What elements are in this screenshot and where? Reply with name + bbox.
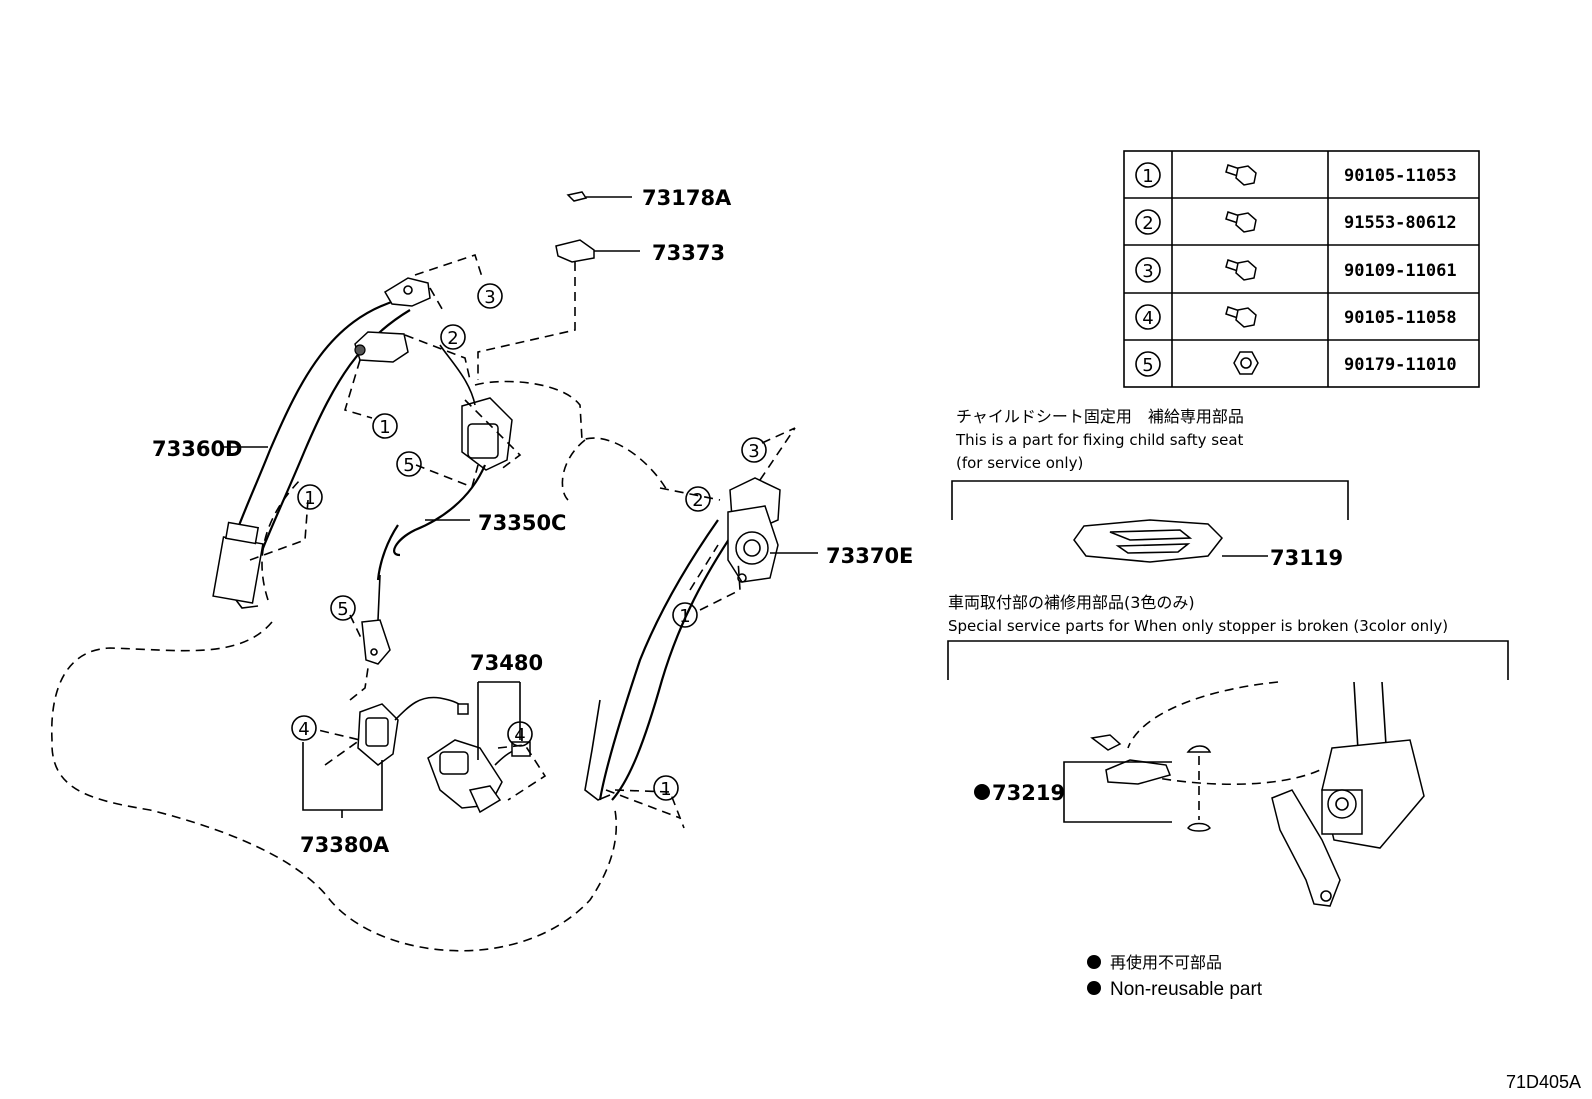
- svg-text:90179-11010: 90179-11010: [1344, 355, 1457, 375]
- buckle-73480: [427, 739, 531, 814]
- legend: 再使用不可部品 Non-reusable part: [1087, 953, 1263, 1000]
- legend-dot-icon: [1087, 955, 1101, 969]
- svg-text:1: 1: [379, 417, 390, 438]
- svg-text:4: 4: [298, 719, 309, 740]
- seat-outline: [50, 380, 669, 952]
- svg-text:91553-80612: 91553-80612: [1344, 213, 1457, 233]
- bolt-icon: [1225, 259, 1257, 281]
- label-73350c: 73350C: [478, 511, 566, 535]
- callout-5-lower: 5: [330, 595, 356, 621]
- svg-text:Non-reusable part: Non-reusable part: [1110, 979, 1263, 1000]
- legend-dot-icon: [1087, 981, 1101, 995]
- svg-text:1: 1: [679, 606, 690, 627]
- callout-1-right: 1: [672, 602, 698, 628]
- table-row: 3 90109-11061: [1135, 257, 1457, 283]
- svg-text:90105-11053: 90105-11053: [1344, 166, 1457, 186]
- callout-4-left: 4: [291, 715, 317, 741]
- stopper-note: 車両取付部の補修用部品(3色のみ) Special service parts …: [947, 593, 1509, 907]
- callouts: 3 2 1 5 1 5 4 4: [291, 283, 767, 801]
- svg-text:再使用不可部品: 再使用不可部品: [1110, 953, 1222, 972]
- svg-text:5: 5: [337, 599, 348, 620]
- callout-2-left: 2: [440, 324, 466, 350]
- belt-73360d: [212, 277, 431, 609]
- svg-text:4: 4: [1142, 308, 1153, 329]
- part-labels: 73178A 73373 73360D 73350C 73370E 73480 …: [152, 186, 913, 857]
- label-73219: 73219: [992, 781, 1065, 805]
- svg-text:90109-11061: 90109-11061: [1344, 261, 1457, 281]
- table-row: 4 90105-11058: [1135, 304, 1457, 330]
- table-row: 5 90179-11010: [1135, 351, 1457, 377]
- callout-2-right: 2: [685, 486, 711, 512]
- svg-text:チャイルドシート固定用 補給専用部品: チャイルドシート固定用 補給専用部品: [956, 407, 1244, 426]
- label-73370e: 73370E: [826, 544, 913, 568]
- svg-text:Special service parts for When: Special service parts for When only stop…: [948, 617, 1448, 635]
- child-seat-bracket-73119: [1073, 519, 1223, 563]
- diagram-code: 71D405A: [1506, 1072, 1581, 1092]
- label-73380a: 73380A: [300, 833, 390, 857]
- svg-text:5: 5: [403, 455, 414, 476]
- svg-text:(for service only): (for service only): [956, 454, 1083, 472]
- callout-5-upper: 5: [396, 451, 422, 477]
- part-73178a-shape: [566, 191, 632, 202]
- svg-text:This is a part for fixing chil: This is a part for fixing child safty se…: [955, 431, 1244, 449]
- callout-4-right: 4: [507, 721, 533, 747]
- svg-text:1: 1: [304, 488, 315, 509]
- child-seat-note: チャイルドシート固定用 補給専用部品 This is a part for fi…: [951, 407, 1349, 570]
- svg-text:2: 2: [447, 328, 458, 349]
- svg-text:1: 1: [1142, 166, 1153, 187]
- bolt-icon: [1225, 211, 1257, 233]
- svg-text:車両取付部の補修用部品(3色のみ): 車両取付部の補修用部品(3色のみ): [948, 593, 1195, 612]
- fastener-table: 1 90105-11053 2 91553-80612 3: [1123, 150, 1480, 388]
- svg-text:3: 3: [748, 441, 759, 462]
- buckle-73380a: [357, 696, 469, 766]
- bolt-icon: [1225, 164, 1257, 186]
- svg-text:2: 2: [1142, 213, 1153, 234]
- non-reusable-marker-icon: [974, 784, 990, 800]
- label-73178a: 73178A: [642, 186, 732, 210]
- svg-text:90105-11058: 90105-11058: [1344, 308, 1457, 328]
- nut-icon: [1233, 351, 1259, 375]
- svg-text:5: 5: [1142, 355, 1153, 376]
- label-73480: 73480: [470, 651, 543, 675]
- svg-text:4: 4: [514, 725, 525, 746]
- leader-lines: [222, 446, 818, 818]
- callout-3-right: 3: [741, 437, 767, 463]
- svg-text:3: 3: [1142, 261, 1153, 282]
- label-73360d: 73360D: [152, 437, 243, 461]
- belt-73350c: [361, 344, 513, 665]
- callout-1-belt: 1: [297, 484, 323, 510]
- callout-1-left: 1: [372, 413, 398, 439]
- bolt-icon: [1225, 306, 1257, 328]
- callout-3-top: 3: [477, 283, 503, 309]
- stopper-detail: [1090, 681, 1425, 907]
- svg-text:3: 3: [484, 287, 495, 308]
- label-73119: 73119: [1270, 546, 1343, 570]
- label-73373: 73373: [652, 241, 725, 265]
- table-row: 1 90105-11053: [1135, 162, 1457, 188]
- svg-text:2: 2: [692, 490, 703, 511]
- table-row: 2 91553-80612: [1135, 209, 1457, 235]
- callout-1-bottom: 1: [653, 775, 679, 801]
- belt-73370e: [584, 477, 781, 801]
- part-73373-shape: [555, 239, 640, 263]
- svg-text:1: 1: [660, 779, 671, 800]
